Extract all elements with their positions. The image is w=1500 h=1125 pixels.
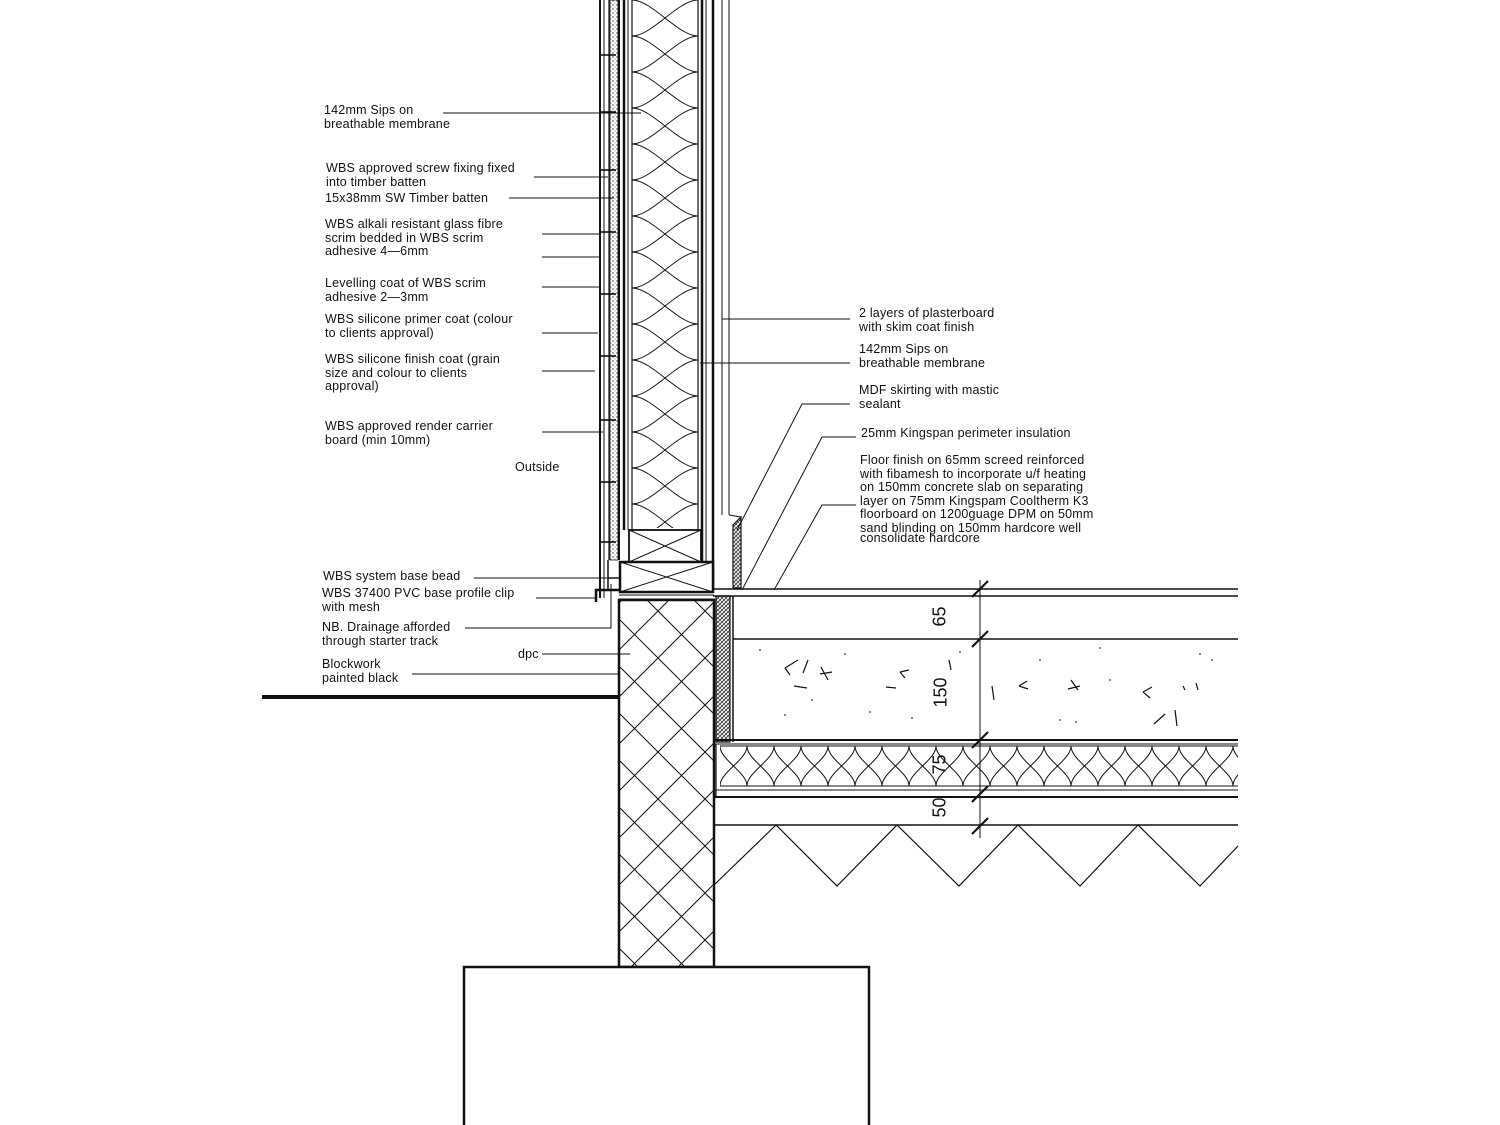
label-sips-outer: 142mm Sips on breathable membrane bbox=[324, 103, 451, 131]
label-drainage: NB. Drainage afforded through starter tr… bbox=[322, 620, 451, 648]
label-timber-batten: 15x38mm SW Timber batten bbox=[325, 191, 489, 205]
label-glass-fibre-scrim: WBS alkali resistant glass fibre scrim b… bbox=[325, 217, 503, 258]
dimension-blinding: 50 bbox=[929, 797, 950, 818]
label-base-profile: WBS 37400 PVC base profile clip with mes… bbox=[322, 586, 515, 614]
dimension-slab: 150 bbox=[930, 677, 951, 708]
external-wall-build-up bbox=[594, 0, 730, 602]
label-base-bead: WBS system base bead bbox=[323, 569, 461, 583]
label-dpc: dpc bbox=[518, 647, 539, 661]
leader-lines bbox=[412, 112, 856, 675]
label-blockwork: Blockwork painted black bbox=[322, 657, 399, 685]
label-levelling-coat: Levelling coat of WBS scrim adhesive 2—3… bbox=[325, 276, 487, 304]
label-screw-fixing: WBS approved screw fixing fixed into tim… bbox=[326, 161, 515, 189]
label-sips-inner: 142mm Sips on breathable membrane bbox=[859, 342, 986, 370]
label-render-carrier: WBS approved render carrier board (min 1… bbox=[325, 419, 493, 447]
dimension-line bbox=[971, 580, 989, 838]
dimension-insulation: 75 bbox=[929, 754, 950, 775]
label-primer-coat: WBS silicone primer coat (colour to clie… bbox=[325, 312, 513, 340]
dimension-screed: 65 bbox=[929, 606, 950, 627]
label-finish-coat: WBS silicone finish coat (grain size and… bbox=[325, 352, 501, 393]
label-skirting: MDF skirting with mastic sealant bbox=[859, 383, 1000, 411]
floor-build-up bbox=[712, 514, 1239, 887]
blockwork-wall bbox=[617, 594, 716, 969]
label-plasterboard: 2 layers of plasterboard with skim coat … bbox=[859, 306, 995, 334]
label-outside: Outside bbox=[515, 460, 560, 474]
label-perimeter-insulation: 25mm Kingspan perimeter insulation bbox=[861, 426, 1071, 440]
label-floor-finish: Floor finish on 65mm screed reinforced w… bbox=[860, 453, 1094, 545]
foundation bbox=[462, 965, 871, 1125]
